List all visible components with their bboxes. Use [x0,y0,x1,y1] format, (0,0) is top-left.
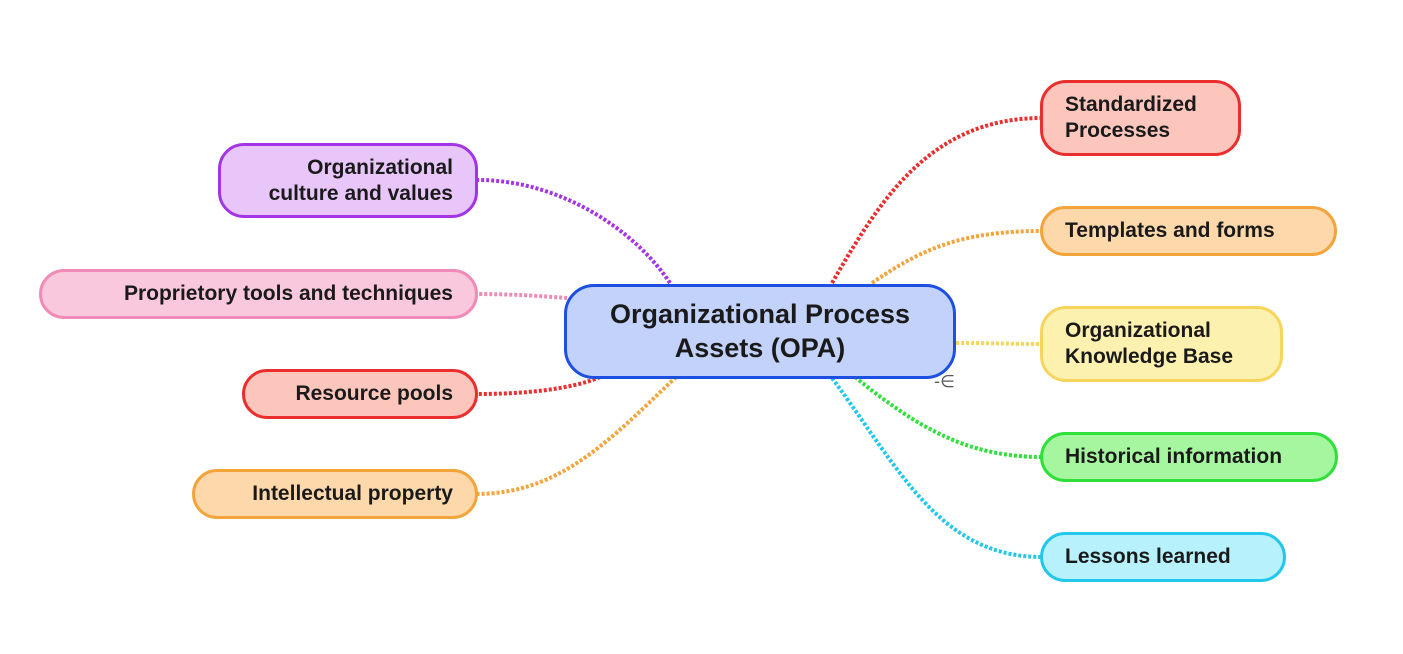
link-culture [477,178,672,285]
link-standardized [830,116,1043,285]
link-knowledge [955,341,1043,346]
node-proprietary-tools[interactable]: Proprietory tools and techniques [39,269,478,319]
collapse-toggle-icon[interactable]: -∈ [934,372,955,392]
node-intellectual-property[interactable]: Intellectual property [192,469,478,519]
node-label: Historical information [1065,445,1283,469]
node-label: Resource pools [295,382,453,406]
node-templates-and-forms[interactable]: Templates and forms [1040,206,1337,256]
central-topic-label: Organizational Process Assets (OPA) [609,298,911,363]
node-resource-pools[interactable]: Resource pools [242,369,478,419]
node-label: Proprietory tools and techniques [123,282,453,306]
node-organizational-culture[interactable]: Organizational culture and values [218,143,478,218]
node-label: Organizational culture and values [268,155,453,205]
node-standardized-processes[interactable]: Standardized Processes [1040,80,1241,156]
link-lessons [830,376,1043,559]
link-templates [870,229,1043,285]
central-topic[interactable]: Organizational Process Assets (OPA) [564,284,956,379]
node-label: Organizational Knowledge Base [1065,319,1234,368]
node-label: Intellectual property [252,482,453,506]
node-label: Standardized Processes [1065,93,1197,142]
node-label: Templates and forms [1065,219,1275,243]
node-organizational-knowledge-base[interactable]: Organizational Knowledge Base [1040,306,1283,382]
node-label: Lessons learned [1065,545,1231,569]
link-proprietary [475,292,568,300]
link-historical [853,375,1043,459]
node-historical-information[interactable]: Historical information [1040,432,1338,482]
link-resource [477,375,601,396]
node-lessons-learned[interactable]: Lessons learned [1040,532,1286,582]
